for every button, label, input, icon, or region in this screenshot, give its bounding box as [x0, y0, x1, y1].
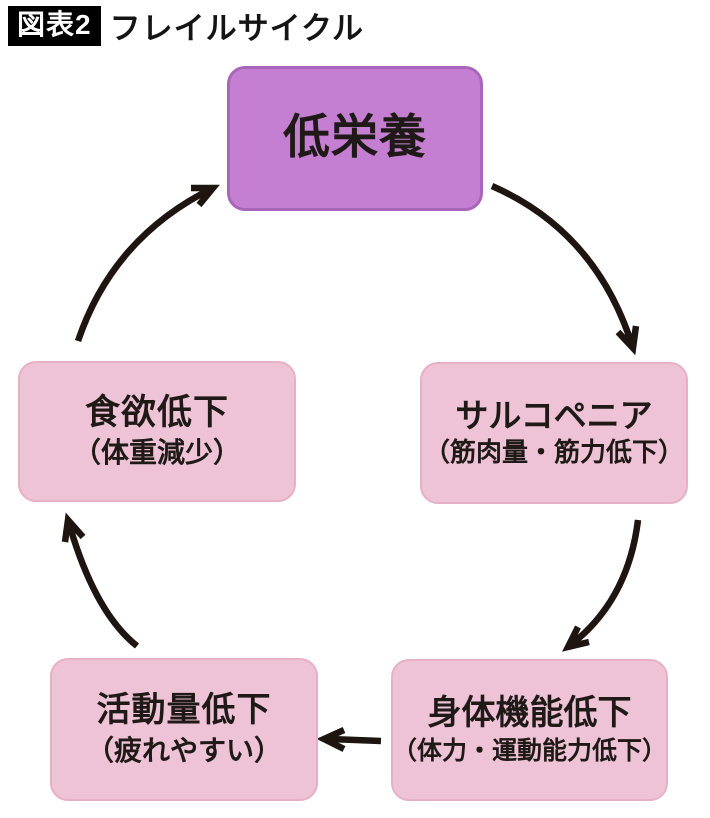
node-sarcopenia-sublabel: （筋肉量・筋力低下） — [423, 437, 684, 468]
node-appetite-decline: 食欲低下 （体重減少） — [18, 361, 296, 502]
node-physical-decline-sublabel: （体力・運動能力低下） — [392, 735, 668, 765]
node-activity-decline-sublabel: （疲れやすい） — [85, 733, 282, 767]
figure-header: 図表2 フレイルサイクル — [8, 3, 364, 48]
node-malnutrition-label: 低栄養 — [283, 110, 427, 166]
arrow-physical-decline-to-activity-decline — [316, 727, 382, 752]
arrow-activity-decline-to-appetite-decline — [61, 512, 140, 649]
node-malnutrition: 低栄養 — [227, 66, 483, 211]
node-sarcopenia-label: サルコペニア — [455, 395, 653, 435]
figure-number-badge: 図表2 — [8, 5, 101, 46]
node-appetite-decline-sublabel: （体重減少） — [72, 436, 241, 470]
node-activity-decline-label: 活動量低下 — [96, 690, 272, 731]
node-activity-decline: 活動量低下 （疲れやすい） — [50, 658, 318, 801]
figure-title: フレイルサイクル — [109, 11, 365, 46]
node-sarcopenia: サルコペニア （筋肉量・筋力低下） — [420, 362, 688, 504]
node-physical-decline: 身体機能低下 （体力・運動能力低下） — [391, 659, 668, 801]
arrow-appetite-decline-to-malnutrition — [74, 184, 220, 343]
node-physical-decline-label: 身体機能低下 — [427, 692, 632, 733]
arrow-sarcopenia-to-physical-decline — [561, 519, 642, 652]
arrow-malnutrition-to-sarcopenia — [490, 183, 640, 356]
node-appetite-decline-label: 食欲低下 — [84, 391, 229, 433]
